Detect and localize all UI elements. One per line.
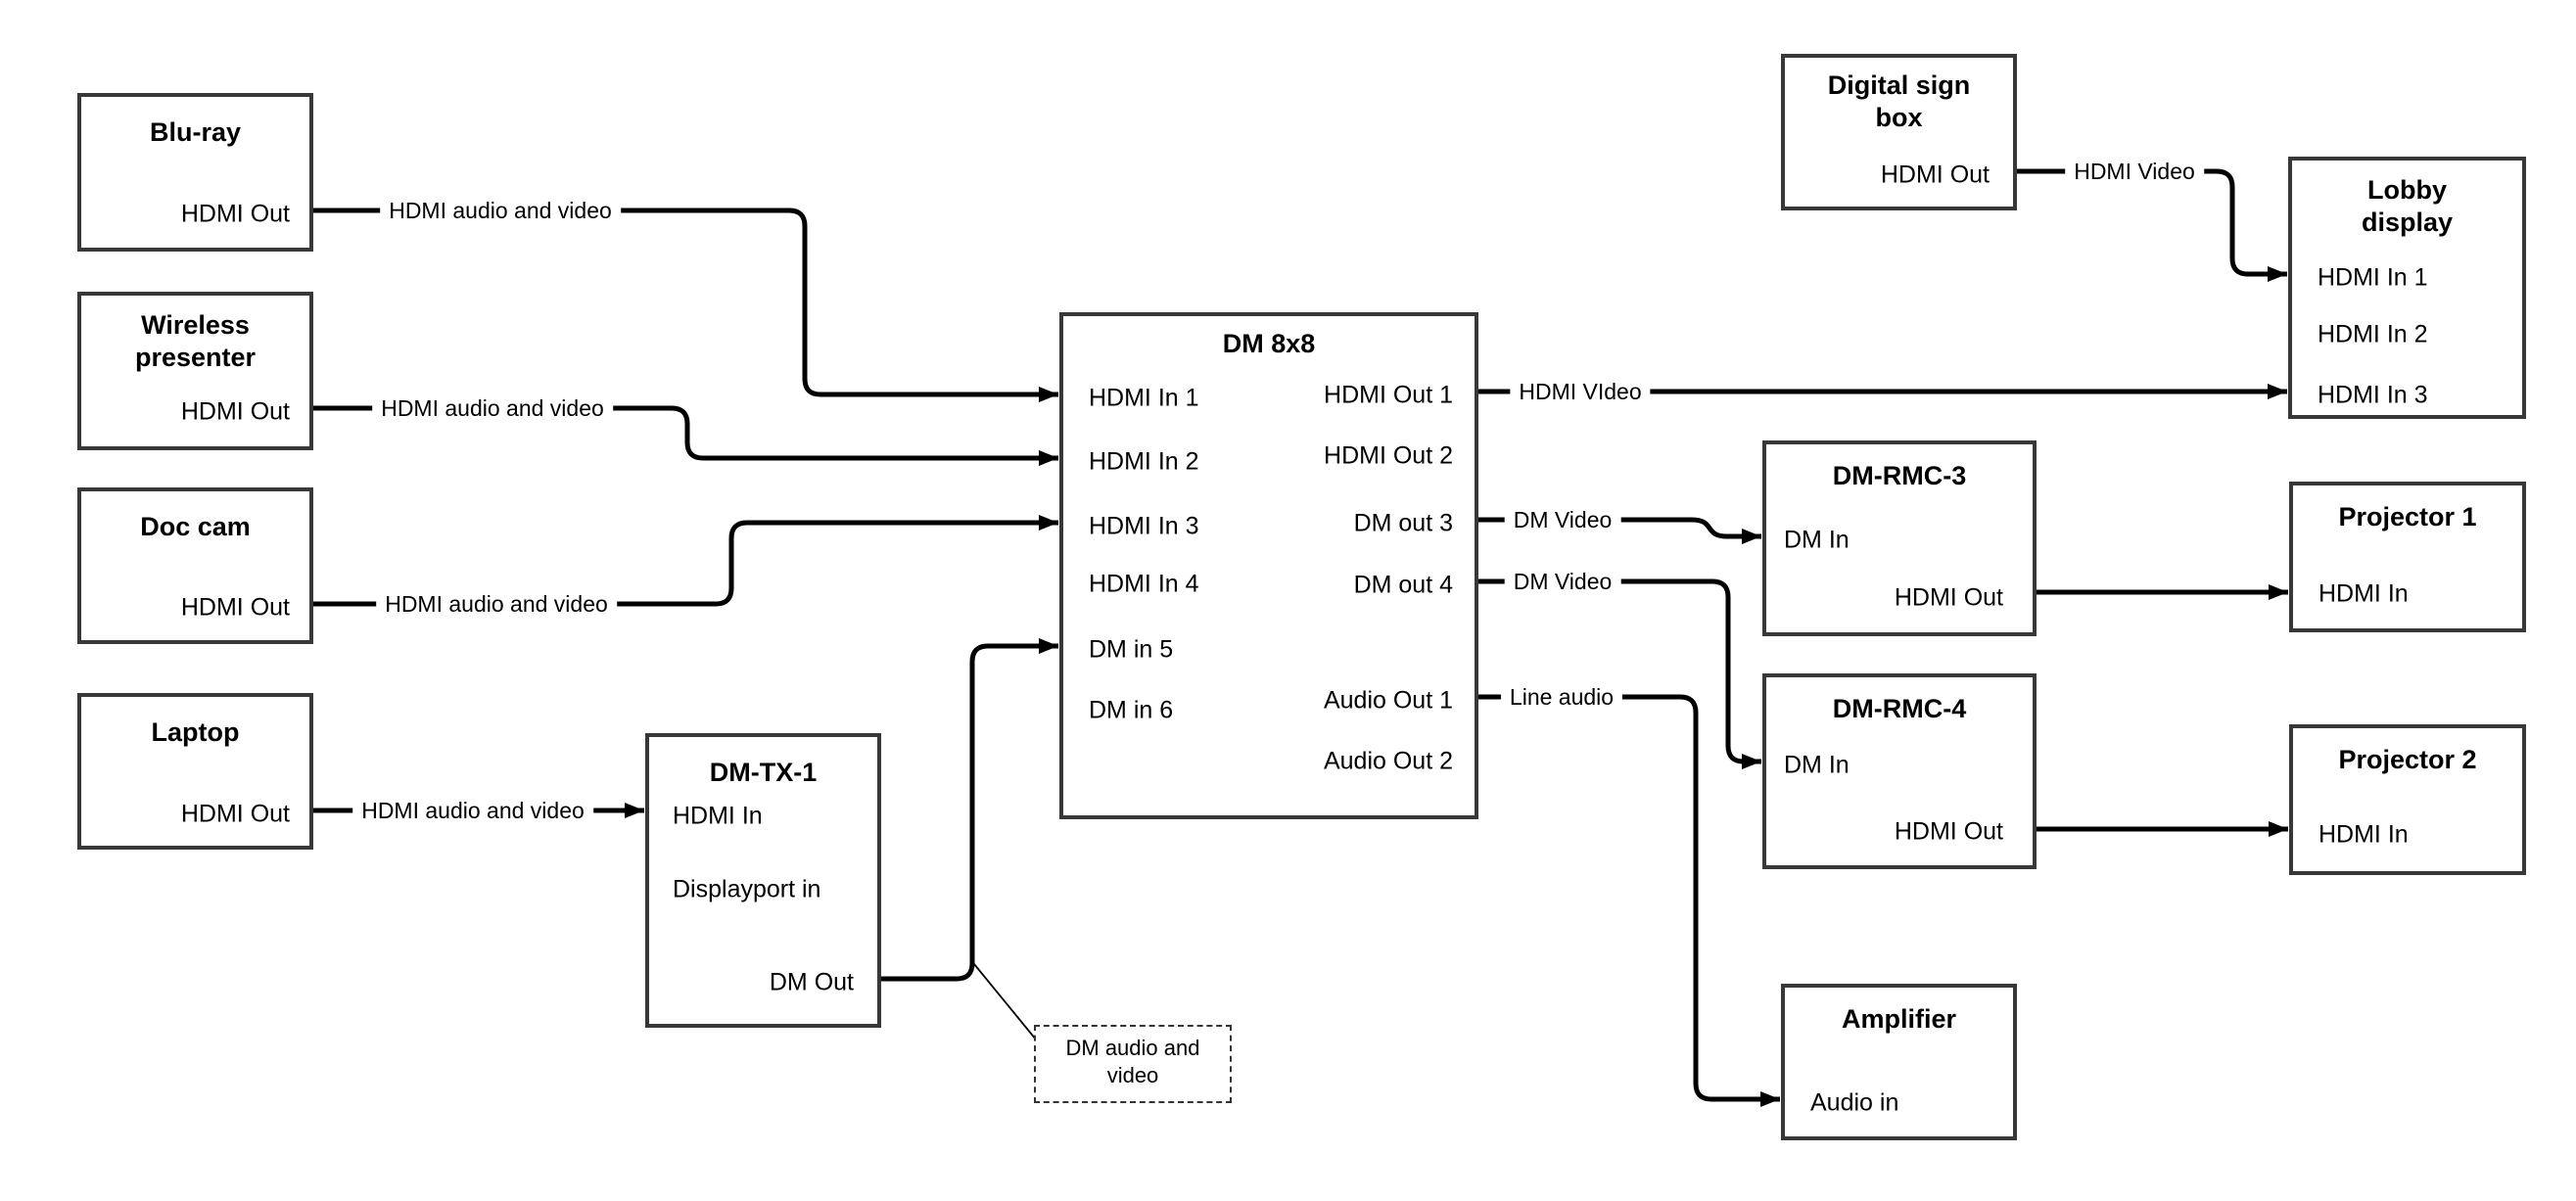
port-laptop-hdmi-out: HDMI Out	[180, 800, 290, 828]
port-dmtx1-dm-out: DM Out	[769, 968, 854, 996]
edge-dm8x8-out3-to-rmc3	[1477, 517, 1761, 544]
node-bluray: Blu-ray HDMI Out	[77, 93, 313, 252]
port-lobby-hdmi-in-3: HDMI In 3	[2318, 381, 2428, 409]
node-title: Blu-ray	[149, 117, 242, 147]
edge-label-bluray: HDMI audio and video	[380, 197, 621, 224]
node-title: Laptop	[151, 717, 240, 747]
node-wireless-presenter: Wireless presenter HDMI Out	[77, 292, 313, 450]
port-dm8x8-hdmi-out-2: HDMI Out 2	[1324, 441, 1453, 470]
node-projector-1: Projector 1 HDMI In	[2289, 482, 2526, 632]
edge-label-wireless: HDMI audio and video	[372, 394, 613, 422]
node-title: Digital sign box	[1827, 70, 1971, 132]
edge-digitalsign-to-lobby-in1	[2016, 168, 2287, 282]
port-dmtx1-displayport-in: Displayport in	[673, 875, 821, 903]
edge-doccam-to-dm8x8-in3	[313, 515, 1058, 607]
port-rmc4-dm-in: DM In	[1784, 751, 1850, 779]
port-digitalsign-hdmi-out: HDMI Out	[1880, 161, 1990, 189]
port-dm8x8-hdmi-in-3: HDMI In 3	[1089, 512, 1199, 540]
edge-label-doccam: HDMI audio and video	[376, 590, 617, 618]
edge-label-dm-video-out4: DM Video	[1504, 568, 1621, 595]
port-dm8x8-hdmi-out-1: HDMI Out 1	[1324, 381, 1453, 409]
port-wireless-hdmi-out: HDMI Out	[180, 397, 290, 426]
edge-dm8x8-audio1-to-amp	[1477, 694, 1780, 1107]
port-doccam-hdmi-out: HDMI Out	[180, 593, 290, 622]
node-dm-8x8: DM 8x8 HDMI In 1 HDMI In 2 HDMI In 3 HDM…	[1059, 312, 1478, 819]
node-title: Wireless presenter	[134, 310, 257, 372]
port-dm8x8-audio-out-2: Audio Out 2	[1323, 747, 1453, 775]
node-digital-sign-box: Digital sign box HDMI Out	[1781, 54, 2017, 210]
node-title: DM 8x8	[1222, 329, 1316, 358]
port-dm8x8-dm-in-6: DM in 6	[1089, 696, 1174, 724]
edge-label-hdmi-video-out1: HDMI VIdeo	[1510, 378, 1651, 405]
node-title: Amplifier	[1841, 1004, 1957, 1034]
port-dm8x8-dm-in-5: DM in 5	[1089, 635, 1174, 664]
port-proj1-hdmi-in: HDMI In	[2318, 579, 2409, 608]
edge-label-dm-video-out3: DM Video	[1504, 506, 1621, 533]
node-amplifier: Amplifier Audio in	[1781, 984, 2017, 1140]
note-callout-line	[973, 963, 1037, 1040]
note-dm-audio-and-video: DM audio and video	[1034, 1025, 1232, 1103]
port-lobby-hdmi-in-1: HDMI In 1	[2318, 263, 2428, 292]
port-lobby-hdmi-in-2: HDMI In 2	[2318, 320, 2428, 348]
node-projector-2: Projector 2 HDMI In	[2289, 724, 2526, 875]
port-dmtx1-hdmi-in: HDMI In	[673, 802, 763, 830]
node-title: Projector 1	[2338, 502, 2477, 531]
port-dm8x8-hdmi-in-1: HDMI In 1	[1089, 384, 1199, 412]
note-text: DM audio and video	[1065, 1036, 1200, 1087]
node-title: Doc cam	[140, 512, 251, 541]
node-title: Projector 2	[2338, 745, 2477, 774]
node-dm-rmc-3: DM-RMC-3 DM In HDMI Out	[1762, 440, 2037, 636]
port-amp-audio-in: Audio in	[1810, 1088, 1899, 1117]
node-lobby-display: Lobby display HDMI In 1 HDMI In 2 HDMI I…	[2288, 157, 2526, 419]
port-dm8x8-audio-out-1: Audio Out 1	[1323, 686, 1453, 715]
node-title: DM-RMC-3	[1832, 461, 1967, 490]
node-dm-rmc-4: DM-RMC-4 DM In HDMI Out	[1762, 673, 2037, 869]
port-dm8x8-dm-out-3: DM out 3	[1353, 509, 1453, 537]
port-dm8x8-dm-out-4: DM out 4	[1353, 571, 1453, 599]
node-title: DM-TX-1	[709, 758, 818, 787]
port-proj2-hdmi-in: HDMI In	[2318, 820, 2409, 849]
edge-label-laptop: HDMI audio and video	[352, 797, 593, 824]
port-dm8x8-hdmi-in-2: HDMI In 2	[1089, 447, 1199, 476]
node-laptop: Laptop HDMI Out	[77, 693, 313, 850]
node-dm-tx-1: DM-TX-1 HDMI In Displayport in DM Out	[645, 733, 881, 1028]
port-rmc3-hdmi-out: HDMI Out	[1894, 583, 2003, 612]
edge-dmtx1-to-dm8x8-in5	[880, 638, 1058, 982]
edge-bluray-to-dm8x8-in1	[313, 208, 1058, 402]
edge-dm8x8-out4-to-rmc4	[1477, 578, 1761, 769]
port-rmc3-dm-in: DM In	[1784, 526, 1850, 554]
port-bluray-hdmi-out: HDMI Out	[180, 200, 290, 228]
edge-label-line-audio: Line audio	[1500, 683, 1623, 711]
edge-wireless-to-dm8x8-in2	[313, 405, 1058, 466]
edge-label-hdmi-video-sign: HDMI Video	[2065, 158, 2204, 185]
node-doc-cam: Doc cam HDMI Out	[77, 487, 313, 644]
port-rmc4-hdmi-out: HDMI Out	[1894, 817, 2003, 846]
port-dm8x8-hdmi-in-4: HDMI In 4	[1089, 570, 1199, 598]
node-title: Lobby display	[2361, 175, 2454, 237]
node-title: DM-RMC-4	[1832, 694, 1967, 723]
